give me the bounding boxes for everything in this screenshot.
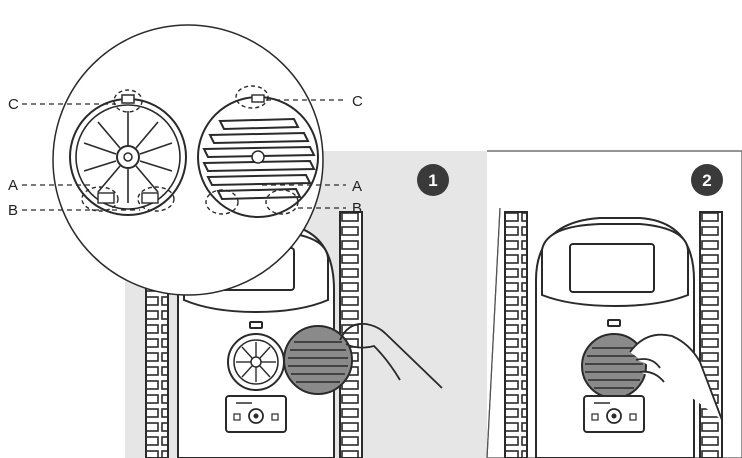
step-badge-2: 2 bbox=[691, 164, 723, 196]
label-a-left: A bbox=[8, 177, 18, 194]
step-badge-1: 1 bbox=[417, 164, 449, 196]
panel-step-2: 2 bbox=[487, 151, 742, 458]
label-a-right: A bbox=[352, 178, 362, 195]
zoom-detail bbox=[53, 25, 323, 295]
fan-grille-icon bbox=[198, 95, 318, 217]
left-track-2 bbox=[505, 212, 527, 458]
step-number-2: 2 bbox=[702, 171, 711, 190]
right-track-2 bbox=[700, 212, 722, 458]
step-number-1: 1 bbox=[428, 171, 437, 190]
label-c-left: C bbox=[8, 96, 19, 113]
control-panel-2 bbox=[584, 396, 644, 432]
label-c-right: C bbox=[352, 93, 363, 110]
label-b-right: B bbox=[352, 200, 362, 217]
impeller-1 bbox=[228, 334, 284, 390]
label-b-left: B bbox=[8, 202, 18, 219]
control-panel-1 bbox=[226, 396, 286, 432]
